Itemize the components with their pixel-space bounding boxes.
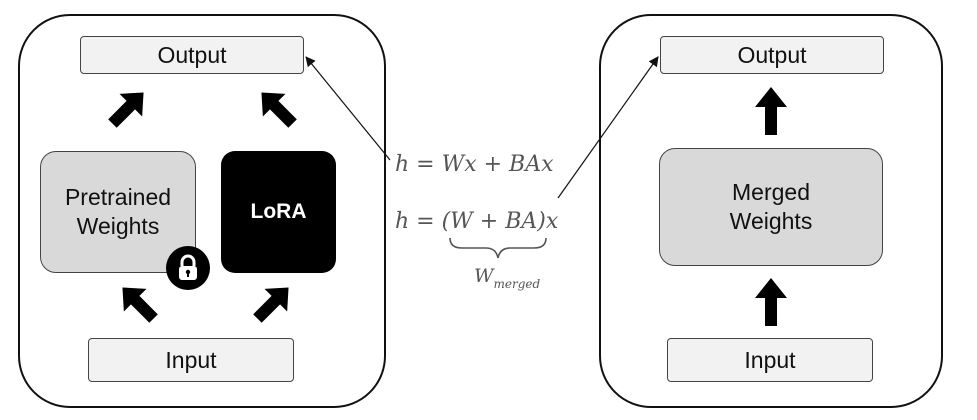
right-input-box: Input xyxy=(667,338,873,382)
right-output-label: Output xyxy=(737,41,807,68)
lora-label: LoRA xyxy=(250,200,307,223)
pretrained-weights-box: Pretrained Weights xyxy=(40,151,196,273)
right-output-box: Output xyxy=(660,36,884,74)
arrow-input-to-pretrained xyxy=(122,287,158,323)
pretrained-weights-label: Pretrained Weights xyxy=(64,184,172,239)
w-merged-subscript: merged xyxy=(493,277,541,291)
merged-weights-label: Merged Weights xyxy=(729,179,813,234)
w-merged-label: Wmerged xyxy=(474,265,540,291)
arrow-merged-to-output xyxy=(755,87,787,135)
connector-eq-to-right-output xyxy=(557,56,659,199)
lock-icon xyxy=(166,246,210,290)
right-input-label: Input xyxy=(744,346,796,373)
connector-eq-to-left-output xyxy=(305,56,391,161)
left-input-box: Input xyxy=(88,338,294,382)
arrow-pretrained-to-output xyxy=(108,92,144,128)
merged-weights-box: Merged Weights xyxy=(659,148,883,266)
equation-lora: h = Wx + BAx xyxy=(395,152,554,177)
left-output-label: Output xyxy=(157,41,227,68)
lora-box: LoRA xyxy=(221,151,336,273)
w-merged-symbol: W xyxy=(474,265,494,287)
left-input-label: Input xyxy=(165,346,217,373)
left-output-box: Output xyxy=(80,36,304,74)
arrow-lora-to-output xyxy=(261,92,297,128)
underbrace xyxy=(449,237,547,259)
lock-icon-glyph xyxy=(179,254,197,280)
arrow-input-to-lora xyxy=(253,287,289,323)
equation-merged: h = (W + BA)x xyxy=(395,209,559,234)
arrow-input-to-merged xyxy=(755,278,787,326)
